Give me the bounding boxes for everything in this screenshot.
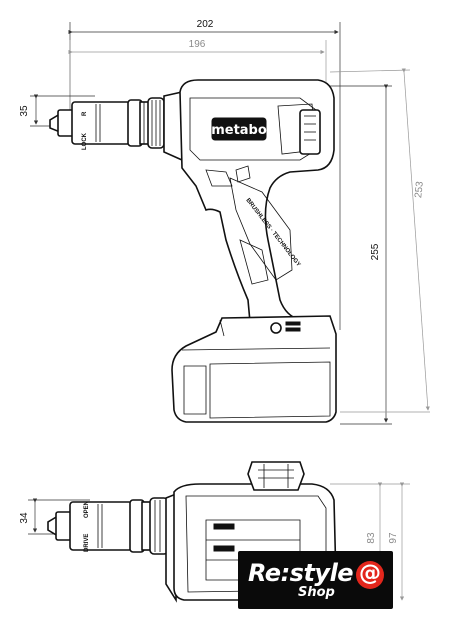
brand-plate: [211, 117, 267, 141]
dim-overall-length: 202: [197, 19, 214, 30]
drill-body-side: metabo BRUSHLESS · TECHNOLOGY: [179, 79, 335, 323]
dim-chuck-height: 35: [19, 105, 30, 117]
battery-release-button: [270, 322, 282, 334]
dim-line-253: [401, 68, 430, 411]
dim-body-length: 196: [189, 39, 206, 50]
watermark-badge: Re:style Shop @: [238, 551, 393, 609]
battery-clip-top: [247, 461, 305, 491]
drill-chuck-side: R LOCK: [49, 97, 165, 150]
watermark-sub-text: Shop: [298, 585, 335, 600]
top-view: 34 83 97 OPEN DRIVE: [19, 461, 410, 603]
dim-battery-inner: 83: [366, 532, 377, 544]
gear-collar: [163, 91, 183, 162]
dim-battery-outer: 97: [388, 532, 399, 544]
side-view: 202 196 35 255 253 R LOCK: [19, 19, 430, 425]
cart-at-icon: @: [356, 561, 384, 589]
dim-diagonal: 253: [413, 180, 426, 198]
drill-chuck-top: OPEN DRIVE: [47, 497, 169, 555]
svg-text:R: R: [82, 111, 88, 116]
svg-text:DRIVE: DRIVE: [84, 534, 90, 552]
brand-logo: metabo: [211, 123, 267, 138]
trigger: [205, 169, 233, 187]
dim-total-height: 255: [370, 243, 381, 260]
watermark-main-text: Re:style: [248, 559, 354, 587]
dim-chuck-height-top: 34: [19, 512, 30, 524]
svg-text:OPEN: OPEN: [84, 501, 90, 518]
svg-text:LOCK: LOCK: [82, 132, 88, 150]
battery-pack-side: [171, 315, 337, 423]
